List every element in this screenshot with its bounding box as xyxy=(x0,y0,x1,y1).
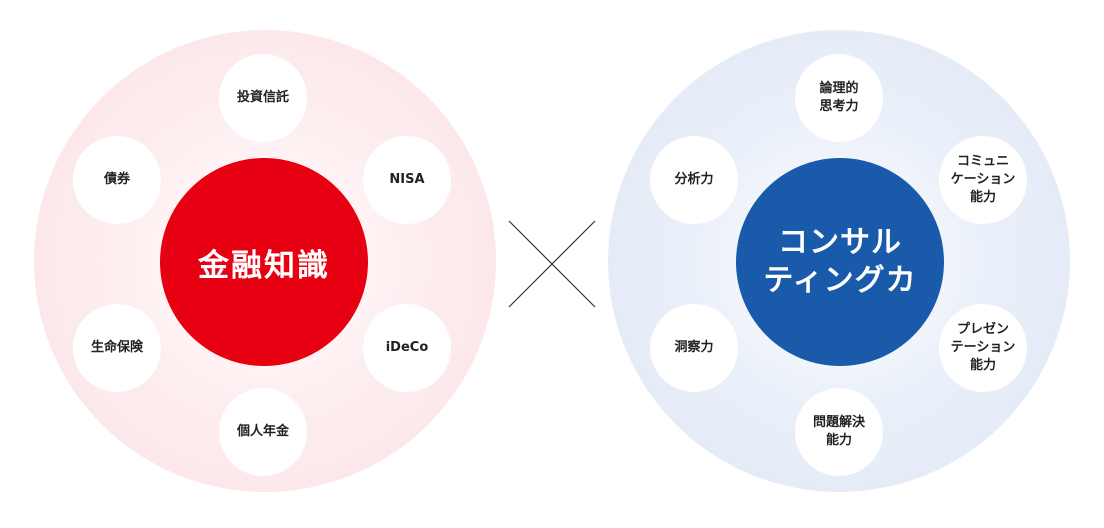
node-analysis: 分析力 xyxy=(650,136,738,224)
node-investment-trust: 投資信託 xyxy=(219,54,307,142)
node-ideco: iDeCo xyxy=(363,304,451,392)
consulting-skills-core: コンサル ティングカ xyxy=(736,158,944,366)
node-logical-thinking: 論理的 思考力 xyxy=(795,54,883,142)
node-life-insurance: 生命保険 xyxy=(73,304,161,392)
financial-knowledge-core: 金融知識 xyxy=(160,158,368,366)
cross-icon xyxy=(508,220,596,308)
node-nisa: NISA xyxy=(363,136,451,224)
node-private-pension: 個人年金 xyxy=(219,388,307,476)
node-presentation: プレゼン テーション 能力 xyxy=(939,304,1027,392)
node-insight: 洞察力 xyxy=(650,304,738,392)
node-communication: コミュニ ケーション 能力 xyxy=(939,136,1027,224)
node-bonds: 債券 xyxy=(73,136,161,224)
node-problem-solving: 問題解決 能力 xyxy=(795,388,883,476)
